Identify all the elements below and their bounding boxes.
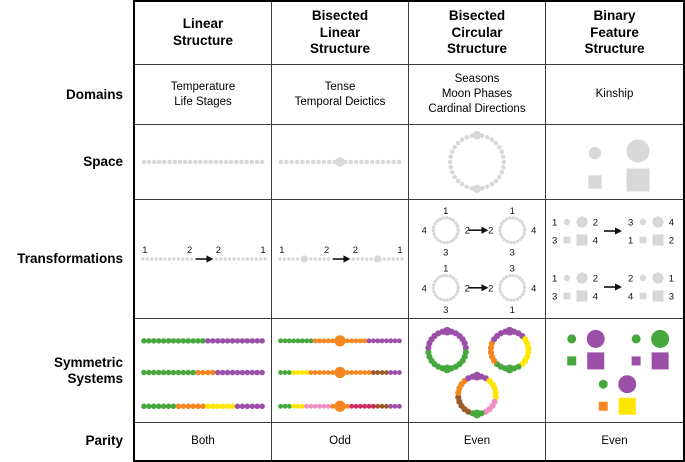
svg-text:3: 3 xyxy=(552,292,557,303)
domains-bisected-linear-cell: Tense Temporal Deictics xyxy=(272,65,409,125)
symmetric-binary-graphic xyxy=(546,319,683,423)
parity-linear-cell: Both xyxy=(135,423,272,460)
space-bisected-linear-graphic xyxy=(272,125,409,200)
svg-text:4: 4 xyxy=(669,218,674,229)
space-linear-graphic xyxy=(135,125,272,200)
svg-text:4: 4 xyxy=(531,225,536,236)
row-label-space: Space xyxy=(83,154,123,170)
svg-text:4: 4 xyxy=(628,292,633,303)
transformations-linear-graphic: 1 2 2 1 xyxy=(135,200,272,319)
svg-text:1: 1 xyxy=(397,244,402,255)
svg-text:1: 1 xyxy=(669,274,674,285)
row-label-parity: Parity xyxy=(85,433,123,449)
svg-text:3: 3 xyxy=(510,262,515,273)
svg-text:1: 1 xyxy=(443,262,448,273)
svg-text:2: 2 xyxy=(628,274,633,285)
svg-text:2: 2 xyxy=(353,244,358,255)
row-label-column: Domains Space Transformations Symmetric … xyxy=(0,0,133,462)
header-bisected-linear-structure: Bisected Linear Structure xyxy=(272,2,409,65)
svg-text:2: 2 xyxy=(488,282,493,293)
svg-text:2: 2 xyxy=(324,244,329,255)
svg-text:2: 2 xyxy=(669,236,674,247)
row-label-empty xyxy=(0,0,133,65)
row-label-transformations: Transformations xyxy=(17,251,123,267)
svg-text:3: 3 xyxy=(443,247,448,258)
svg-text:4: 4 xyxy=(593,236,598,247)
space-bisected-circular-graphic xyxy=(409,125,546,200)
svg-text:2: 2 xyxy=(187,244,192,255)
parity-bisected-circular-cell: Even xyxy=(409,423,546,460)
svg-text:2: 2 xyxy=(593,218,598,229)
svg-text:4: 4 xyxy=(422,225,427,236)
svg-text:1: 1 xyxy=(510,304,515,315)
svg-text:2: 2 xyxy=(593,274,598,285)
svg-text:3: 3 xyxy=(669,292,674,303)
row-label-symmetric-systems: Symmetric Systems xyxy=(53,354,123,386)
parity-bisected-linear-cell: Odd xyxy=(272,423,409,460)
svg-text:3: 3 xyxy=(628,218,633,229)
svg-text:3: 3 xyxy=(443,304,448,315)
row-label-domains: Domains xyxy=(65,86,123,102)
domains-binary-cell: Kinship xyxy=(546,65,683,125)
svg-text:2: 2 xyxy=(465,225,470,236)
svg-text:3: 3 xyxy=(510,247,515,258)
space-binary-graphic xyxy=(546,125,683,200)
svg-text:4: 4 xyxy=(531,282,536,293)
header-linear-structure: Linear Structure xyxy=(135,2,272,65)
header-bisected-circular-structure: Bisected Circular Structure xyxy=(409,2,546,65)
svg-text:1: 1 xyxy=(628,236,633,247)
svg-text:4: 4 xyxy=(593,292,598,303)
transformations-bisected-circular-graphic: 1 3 4 2 1 3 2 4 1 3 4 2 3 1 2 4 xyxy=(409,200,546,319)
svg-text:1: 1 xyxy=(279,244,284,255)
symmetric-bisected-linear-graphic xyxy=(272,319,409,423)
transformations-bisected-linear-graphic: 1 2 2 1 xyxy=(272,200,409,319)
svg-text:2: 2 xyxy=(465,282,470,293)
parity-binary-cell: Even xyxy=(601,435,628,448)
header-binary-feature-structure: Binary Feature Structure xyxy=(546,2,683,65)
domains-bisected-circular-cell: Seasons Moon Phases Cardinal Directions xyxy=(409,65,546,125)
svg-text:1: 1 xyxy=(443,205,448,216)
svg-text:1: 1 xyxy=(510,205,515,216)
symmetric-bisected-circular-graphic xyxy=(409,319,546,423)
transformations-binary-graphic: 1 2 3 4 3 4 1 2 1 2 3 4 2 1 4 3 xyxy=(546,200,683,319)
symmetric-linear-graphic xyxy=(135,319,272,423)
svg-text:4: 4 xyxy=(422,282,427,293)
svg-text:3: 3 xyxy=(552,236,557,247)
structure-table: Linear Structure Bisected Linear Structu… xyxy=(133,0,685,462)
svg-text:1: 1 xyxy=(142,244,147,255)
svg-text:2: 2 xyxy=(216,244,221,255)
domains-linear-cell: Temperature Life Stages xyxy=(135,65,272,125)
svg-text:2: 2 xyxy=(488,225,493,236)
svg-text:1: 1 xyxy=(260,244,265,255)
svg-text:1: 1 xyxy=(552,274,557,285)
svg-text:1: 1 xyxy=(552,218,557,229)
